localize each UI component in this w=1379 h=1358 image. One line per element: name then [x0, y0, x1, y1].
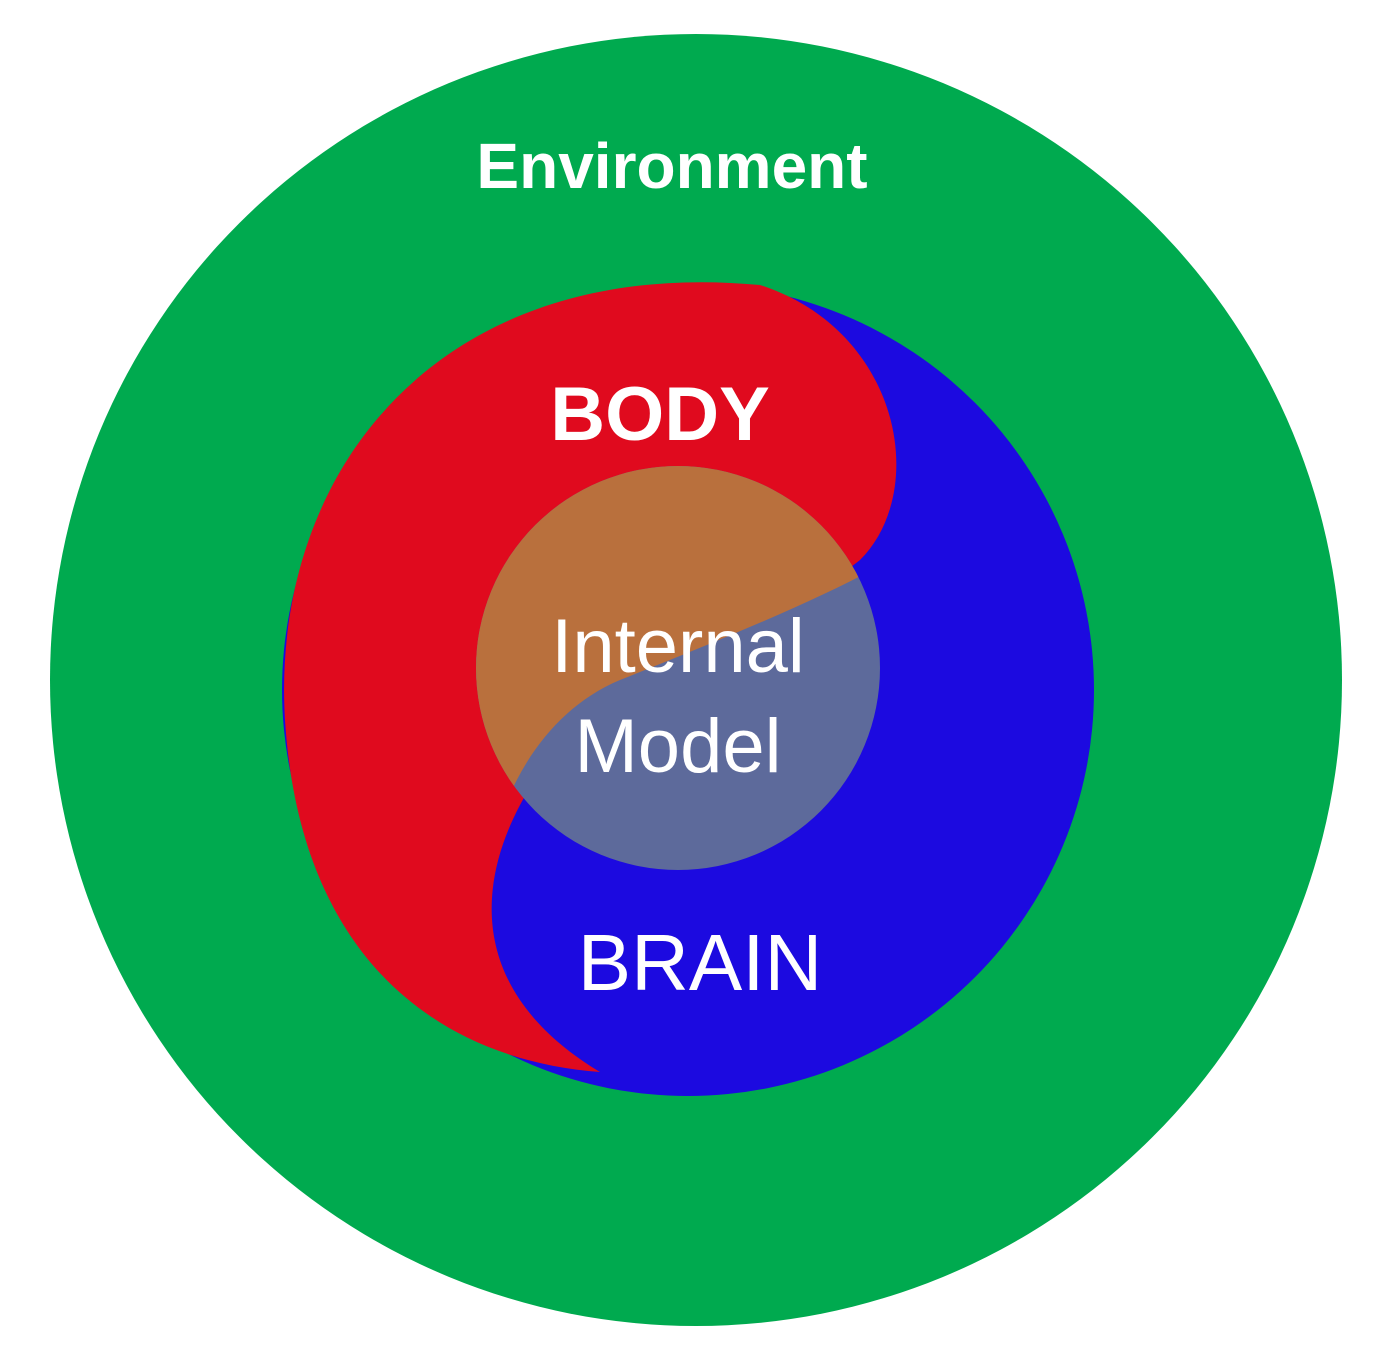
internal-model-circle [476, 466, 880, 870]
internal-model-body-half [476, 466, 880, 870]
body-label: BODY [550, 372, 770, 457]
internal-model-label-line1: Internal [551, 604, 805, 689]
brain-label: BRAIN [578, 918, 823, 1007]
internal-model-label-line2: Model [575, 704, 782, 789]
environment-label: Environment [476, 130, 867, 202]
